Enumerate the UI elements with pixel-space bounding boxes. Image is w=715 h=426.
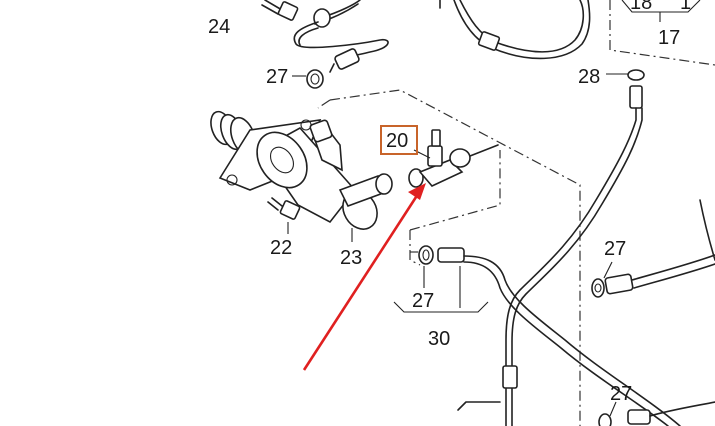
red-pointer-arrow xyxy=(302,183,426,371)
assembly-outlines xyxy=(317,0,715,426)
callout-22: 22 xyxy=(270,237,292,259)
callout-24: 24 xyxy=(208,16,230,38)
hose-upper-right xyxy=(439,0,591,60)
callout-30: 30 xyxy=(428,328,450,350)
pipe-vertical-28 xyxy=(502,69,645,426)
bolt-24 xyxy=(261,0,299,21)
pipe-right-27 xyxy=(591,199,715,298)
pipe-top-left xyxy=(293,0,389,73)
fitting-27-bottom xyxy=(457,401,715,426)
group-17-bracket xyxy=(621,0,701,22)
callout-1: 1 xyxy=(680,0,691,14)
callout-17: 17 xyxy=(658,27,680,49)
callout-20: 20 xyxy=(386,130,408,152)
callout-18: 18 xyxy=(630,0,652,14)
cylinder-23 xyxy=(210,110,393,230)
seal-ring-27a xyxy=(292,69,324,89)
callout-27-top-left: 27 xyxy=(266,66,288,88)
pipe-lower-30 xyxy=(393,245,681,426)
bolt-22 xyxy=(267,197,301,234)
highlight-box-20 xyxy=(380,125,418,155)
callout-27-center: 27 xyxy=(412,290,434,312)
callout-27-bottom: 27 xyxy=(610,383,632,405)
callout-28: 28 xyxy=(578,66,600,88)
bleeder-valve-20 xyxy=(408,129,499,188)
callout-23: 23 xyxy=(340,247,362,269)
callout-27-right: 27 xyxy=(604,238,626,260)
